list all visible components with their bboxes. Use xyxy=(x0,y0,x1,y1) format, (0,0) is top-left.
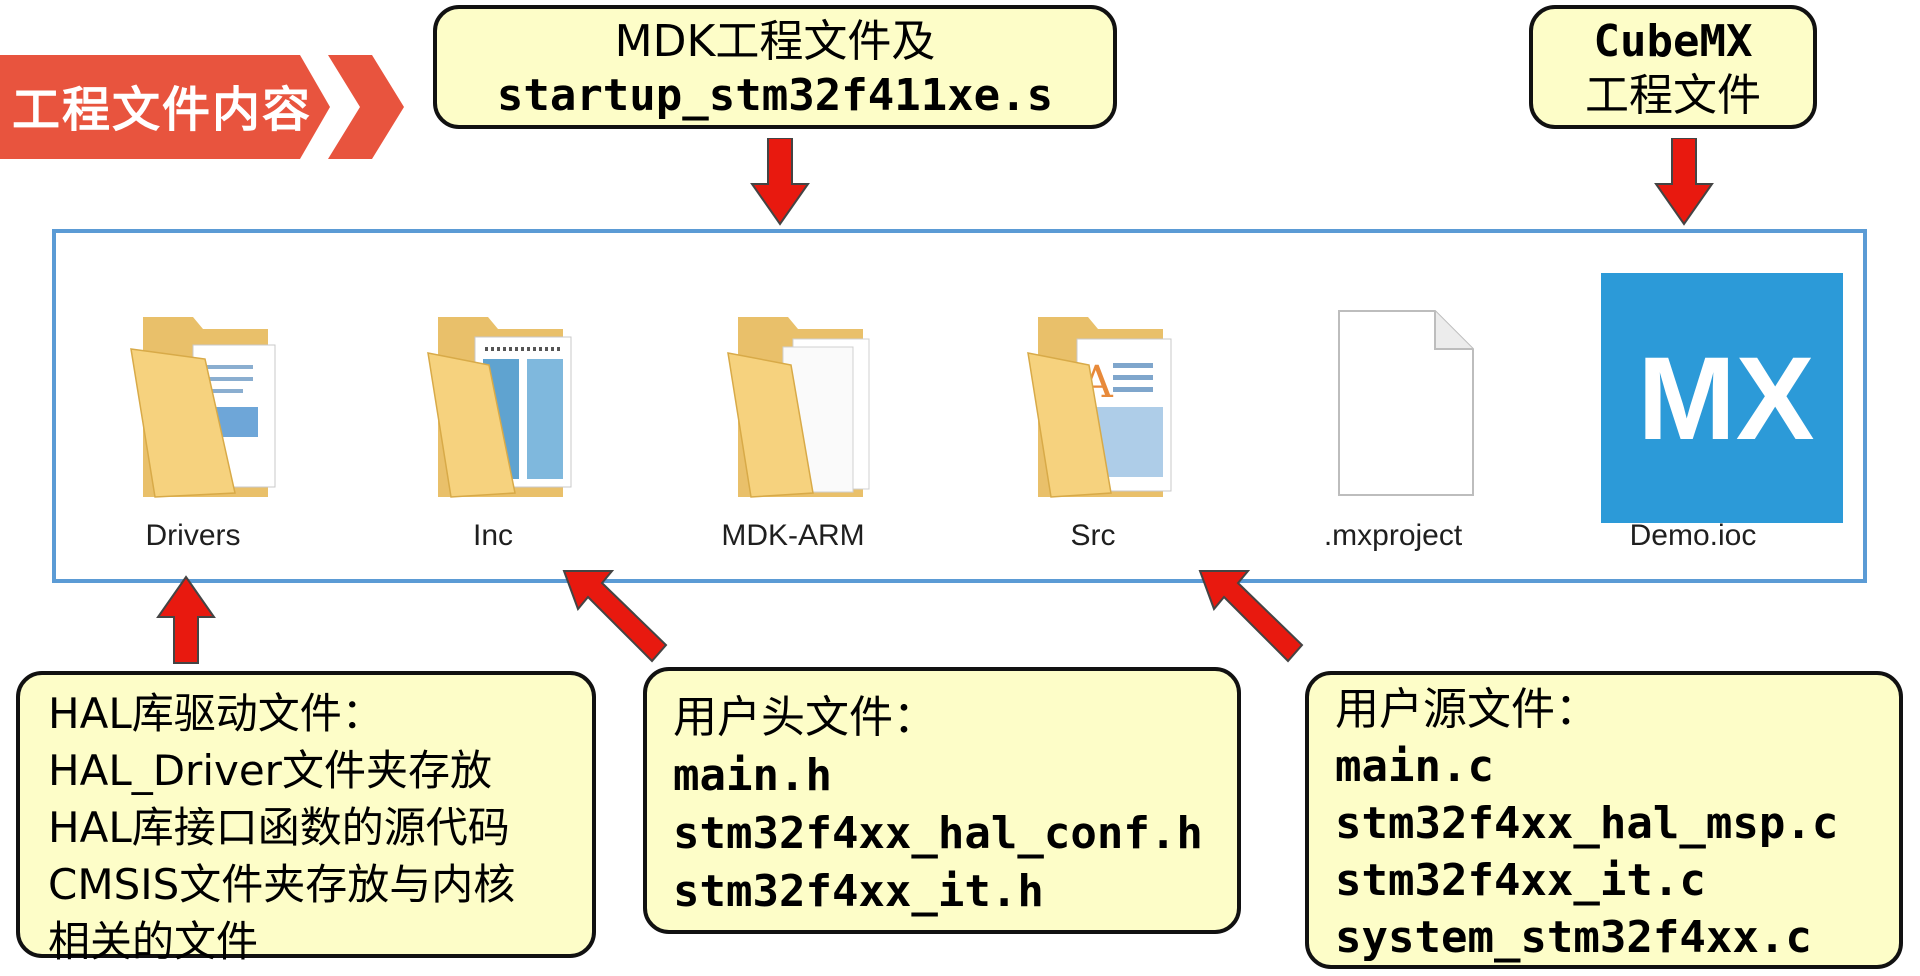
cubemx-note-line-1: CubeMX xyxy=(1593,16,1753,67)
arrow-down-cubemx xyxy=(1654,138,1714,226)
hal-note-line-5: 相关的文件 xyxy=(48,917,259,966)
cubemx-note-line-2: 工程文件 xyxy=(1585,70,1761,121)
item-label: Inc xyxy=(472,519,514,552)
file-item-demo-ioc[interactable]: MX Demo.ioc xyxy=(1593,233,1843,587)
section-tag-text: 工程文件内容 xyxy=(12,82,313,138)
item-label: Src xyxy=(1070,519,1116,552)
arrow-up-hal xyxy=(156,575,216,664)
mdk-note-line-2: startup_stm32f411xe.s xyxy=(496,70,1054,121)
inc-note-line-1: 用户头文件： xyxy=(673,692,937,743)
hal-note-line-3: HAL库接口函数的源代码 xyxy=(48,803,510,852)
folder-item-mdk-arm[interactable]: MDK-ARM xyxy=(693,233,893,587)
folder-item-drivers[interactable]: Drivers xyxy=(93,233,293,587)
hal-note: HAL库驱动文件： HAL_Driver文件夹存放 HAL库接口函数的源代码 C… xyxy=(16,671,596,966)
hal-note-line-2: HAL_Driver文件夹存放 xyxy=(48,746,492,795)
inc-note: 用户头文件： main.h stm32f4xx_hal_conf.h stm32… xyxy=(643,667,1241,934)
folder-icon xyxy=(727,317,870,498)
mdk-note: MDK工程文件及 startup_stm32f411xe.s xyxy=(433,5,1117,129)
folder-icon xyxy=(130,317,276,498)
item-label: MDK-ARM xyxy=(721,519,865,552)
file-icon xyxy=(1338,310,1474,496)
src-note-line-4: stm32f4xx_it.c xyxy=(1335,855,1706,906)
inc-note-line-4: stm32f4xx_it.h xyxy=(673,866,1044,917)
src-note-line-3: stm32f4xx_hal_msp.c xyxy=(1335,798,1839,849)
folder-item-inc[interactable]: Inc xyxy=(393,233,593,587)
folder-icon xyxy=(427,317,572,498)
cubemx-icon: MX xyxy=(1601,273,1843,523)
section-tag xyxy=(0,55,404,159)
cubemx-icon-text: MX xyxy=(1638,333,1815,465)
item-label: .mxproject xyxy=(1323,519,1463,552)
file-item-mxproject[interactable]: .mxproject xyxy=(1293,233,1493,587)
arrow-diag-src xyxy=(1198,570,1304,663)
hal-note-line-4: CMSIS文件夹存放与内核 xyxy=(48,860,516,909)
inc-note-line-3: stm32f4xx_hal_conf.h xyxy=(673,808,1203,859)
src-note-line-2: main.c xyxy=(1335,741,1494,792)
item-label: Drivers xyxy=(145,519,241,552)
src-note-line-1: 用户源文件： xyxy=(1335,684,1599,735)
explorer-frame: Drivers Inc MDK-ARM xyxy=(52,229,1867,583)
folder-icon: A xyxy=(1027,317,1172,498)
src-note-line-5: system_stm32f4xx.c xyxy=(1335,912,1812,963)
mdk-note-line-1: MDK工程文件及 xyxy=(614,16,936,67)
src-note: 用户源文件： main.c stm32f4xx_hal_msp.c stm32f… xyxy=(1305,671,1903,969)
item-label: Demo.ioc xyxy=(1629,519,1757,552)
hal-note-line-1: HAL库驱动文件： xyxy=(48,689,384,738)
folder-item-src[interactable]: A Src xyxy=(993,233,1193,587)
cubemx-note: CubeMX 工程文件 xyxy=(1529,5,1817,129)
inc-note-line-2: main.h xyxy=(673,750,832,801)
arrow-diag-inc xyxy=(562,570,668,663)
arrow-down-mdk xyxy=(750,138,810,226)
